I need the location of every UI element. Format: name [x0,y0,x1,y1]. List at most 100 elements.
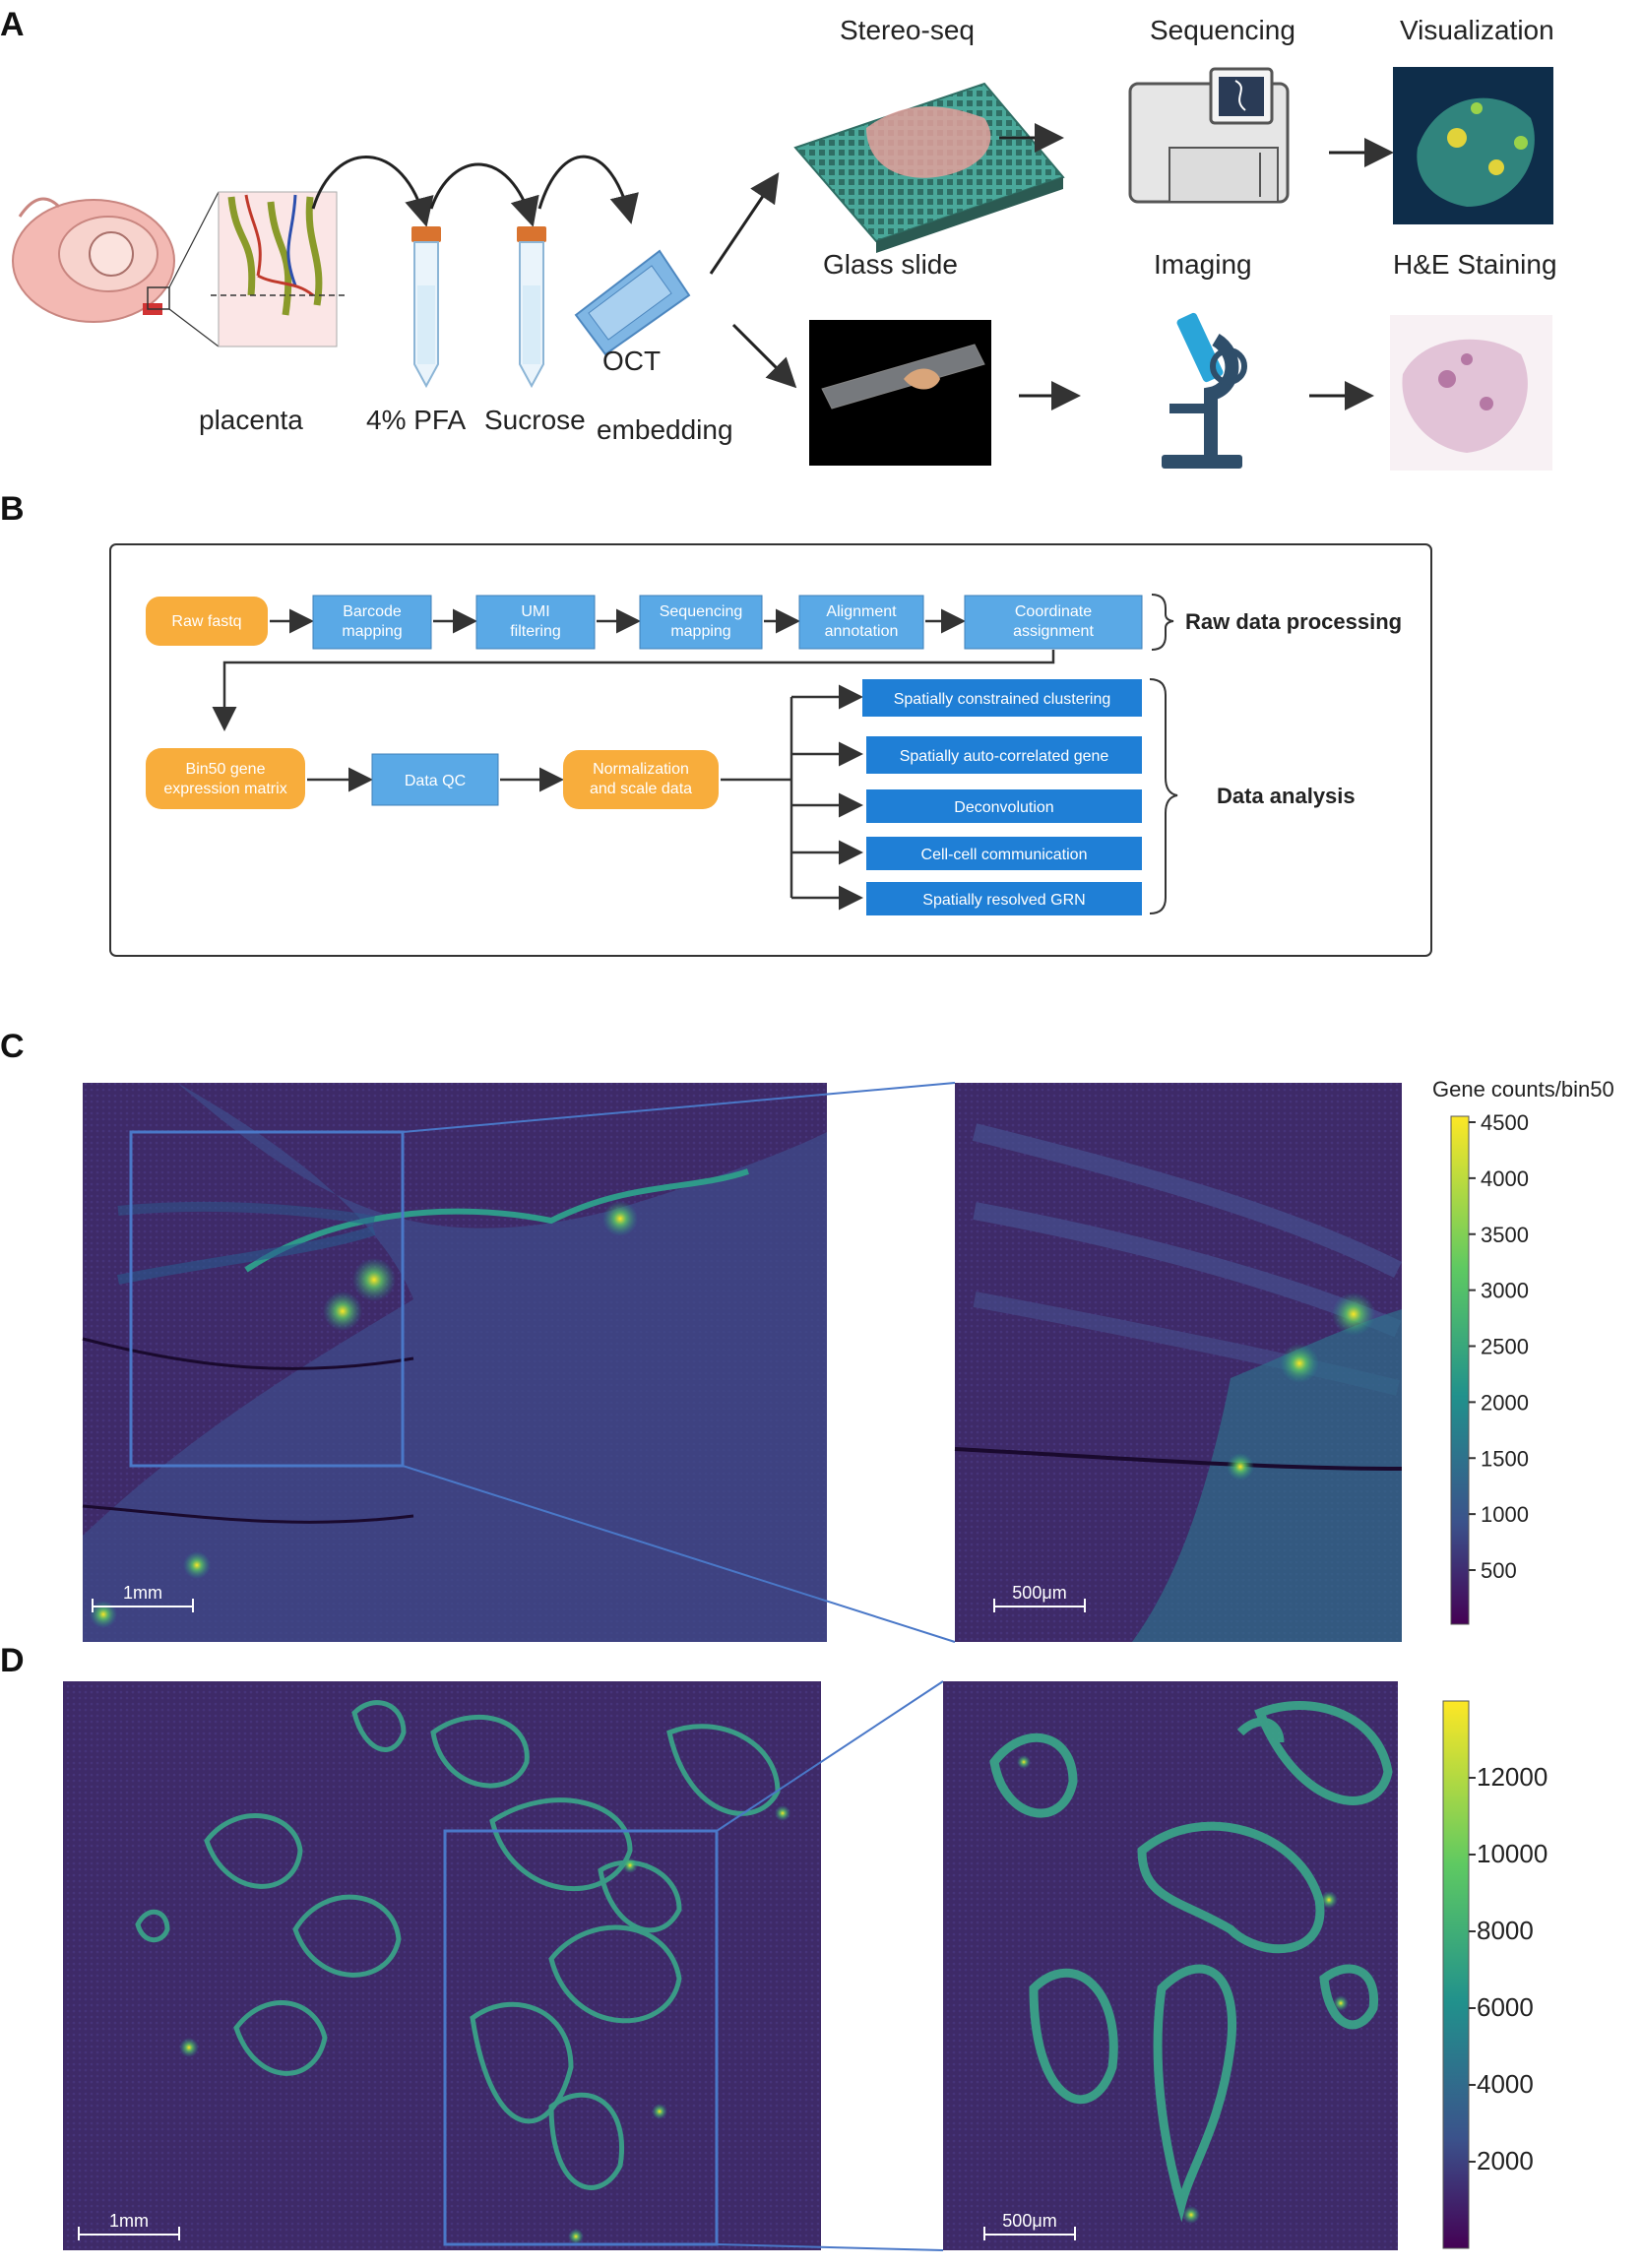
analysis-text-3: Cell-cell communication [921,847,1088,863]
align-line1: Alignment [826,603,897,620]
bin50-line2: expression matrix [163,781,286,797]
placenta-tissue-illustration [211,191,345,347]
scale-d-main-text: 1mm [109,2211,149,2231]
bin50-line1: Bin50 gene [186,761,266,778]
box-alignment-annotation: Alignment annotation [798,595,924,650]
colorbar-c-tick-label: 1500 [1481,1446,1529,1471]
label-pfa: 4% PFA [366,405,466,435]
scale-c-main-text: 1mm [123,1583,162,1603]
analysis-clustering: Spatially constrained clustering [862,679,1142,717]
label-sucrose: Sucrose [484,405,586,435]
tube-sucrose-icon [517,226,546,389]
box-umi-filtering: UMI filtering [475,595,596,650]
coord-line2: assignment [1013,623,1094,640]
analysis-text-1: Spatially auto-correlated gene [900,748,1109,765]
zoom-box-c [129,1130,405,1468]
seqmap-line2: mapping [670,623,730,640]
scale-d-zoom-text: 500μm [1002,2211,1056,2231]
align-line2: annotation [825,623,899,640]
label-glass-slide: Glass slide [823,249,958,280]
scalebar-c-zoom: 500μm [993,1583,1086,1612]
colorbar-d-tick-label: 2000 [1477,2146,1534,2175]
heatmap-d-main [63,1681,821,2250]
branch-arrow-up [709,172,780,275]
label-stereo-seq: Stereo-seq [840,15,975,45]
analysis-text-4: Spatially resolved GRN [922,892,1085,909]
arrow-to-bin50 [212,650,1055,731]
box-coordinate-assignment: Coordinate assignment [964,595,1143,650]
colorbar-c-tick-label: 2500 [1481,1335,1529,1359]
panel-letter-c: C [0,1028,25,1065]
zoom-line-c-top [402,1082,956,1133]
zoom-line-d-top [716,1680,944,1832]
box-sequencing-mapping: Sequencing mapping [639,595,763,650]
colorbar-d-tick-label: 8000 [1477,1916,1534,1945]
analysis-autocorrelated: Spatially auto-correlated gene [866,736,1142,774]
box-normalization: Normalization and scale data [563,750,719,809]
coord-line1: Coordinate [1015,603,1092,620]
data-qc-text: Data QC [405,773,466,789]
box-raw-fastq: Raw fastq [146,597,268,646]
label-raw-processing: Raw data processing [1185,609,1402,634]
box-barcode-mapping: Barcode mapping [312,595,432,650]
colorbar-d-tick-label: 10000 [1477,1839,1547,1868]
zoom-line-d-bottom [716,2243,944,2251]
heatmap-c-main [82,1083,827,1642]
label-imaging: Imaging [1154,249,1252,280]
glass-slide-thumbnail [809,320,991,466]
colorbar-c-tick-label: 1000 [1481,1502,1529,1527]
curved-arrow-2 [429,162,539,227]
barcode-line1: Barcode [343,603,402,620]
stereo-seq-chip-icon [793,82,1065,253]
brace-raw [1151,594,1174,651]
colorbar-d-tick-label: 4000 [1477,2069,1534,2099]
scale-c-zoom-text: 500μm [1012,1583,1066,1603]
label-placenta: placenta [199,405,303,435]
sequencer-icon [1128,67,1290,204]
zoom-line-c-bottom [402,1465,956,1643]
label-data-analysis: Data analysis [1217,784,1356,808]
uterus-illustration [12,191,220,347]
zoom-box-d [443,1829,719,2246]
colorbar-d-tick-label: 12000 [1477,1762,1547,1792]
norm-line2: and scale data [590,781,692,797]
colorbar-c-tick-label: 3000 [1481,1279,1529,1303]
label-sequencing: Sequencing [1150,15,1295,45]
analysis-text-2: Deconvolution [954,799,1053,816]
colorbar-c-tick-label: 4000 [1481,1166,1529,1191]
panel-letter-a: A [0,6,25,43]
label-oct-line2: embedding [597,414,733,445]
curved-arrow-3 [537,155,639,224]
label-visualization: Visualization [1400,15,1554,45]
colorbar-c [1450,1115,1470,1625]
colorbar-c-tick-label: 500 [1481,1558,1517,1583]
he-staining-thumbnail [1390,315,1552,471]
umi-line1: UMI [521,603,549,620]
scalebar-c-main: 1mm [92,1583,194,1612]
analysis-text-0: Spatially constrained clustering [894,691,1111,708]
analysis-grn: Spatially resolved GRN [866,882,1142,915]
panel-letter-d: D [0,1642,25,1679]
umi-line2: filtering [510,623,561,640]
visualization-thumbnail [1393,67,1553,224]
brace-analysis [1149,678,1178,914]
heatmap-c-zoom [954,1083,1403,1642]
label-oct-line1: OCT [602,346,661,376]
box-data-qc: Data QC [371,753,499,806]
colorbar-c-tick-label: 4500 [1481,1110,1529,1135]
curved-arrow-1 [311,156,434,227]
panel-letter-b: B [0,490,25,528]
box-bin50-matrix: Bin50 gene expression matrix [146,748,305,809]
raw-fastq-text: Raw fastq [171,613,241,630]
barcode-line2: mapping [342,623,402,640]
heatmap-d-zoom [943,1681,1398,2250]
colorbar-c-tick-label: 3500 [1481,1223,1529,1247]
label-he-staining: H&E Staining [1393,249,1557,280]
colorbar-d-tick-label: 6000 [1477,1992,1534,2022]
colorbar-d-ticks: 12000 10000 8000 6000 4000 2000 [1469,1762,1547,2175]
scalebar-d-main: 1mm [78,2211,180,2240]
oct-cassette-icon [574,249,691,356]
analysis-cell-communication: Cell-cell communication [866,837,1142,870]
